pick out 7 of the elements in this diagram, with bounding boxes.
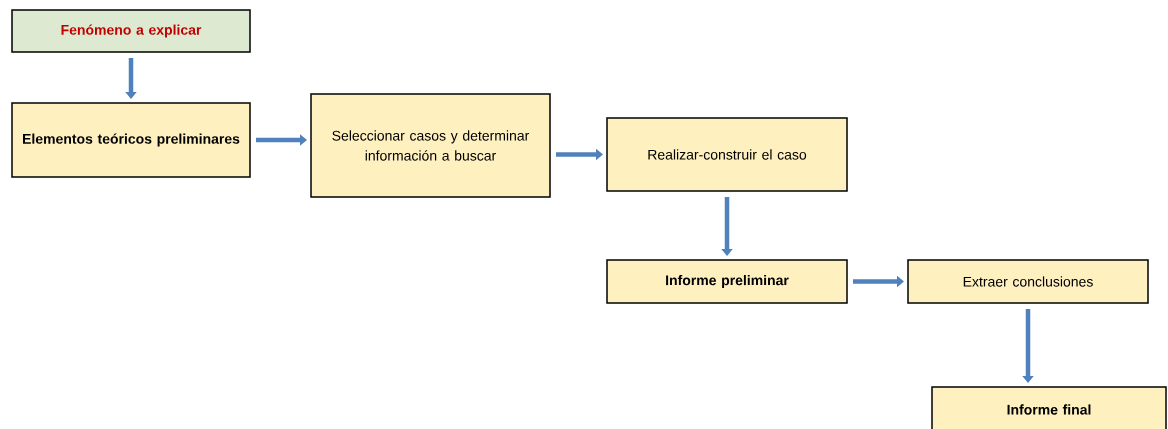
process-box: Informe final <box>931 386 1167 429</box>
process-box: Extraer conclusiones <box>907 259 1149 304</box>
process-box: Seleccionar casos y determinar información a buscar <box>310 93 551 198</box>
process-box: Elementos teóricos preliminares <box>11 102 251 178</box>
process-box: Realizar-construir el caso <box>606 117 848 192</box>
process-box: Fenómeno a explicar <box>11 9 251 53</box>
process-box: Informe preliminar <box>606 259 848 304</box>
